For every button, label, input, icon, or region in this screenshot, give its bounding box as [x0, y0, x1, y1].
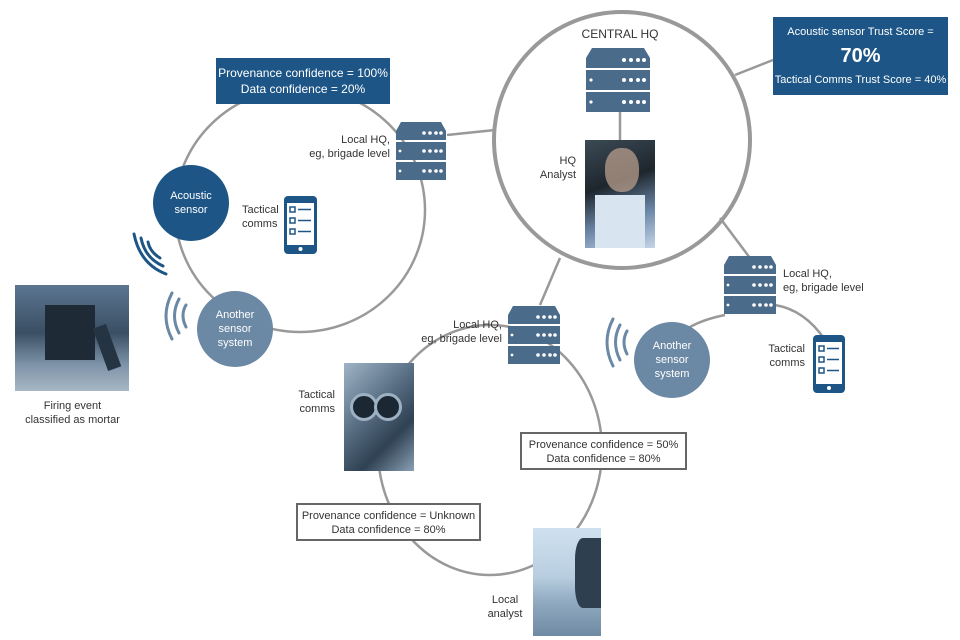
confidence-top-line2: Data confidence = 20% [240, 82, 366, 96]
confidence-mid-line1: Provenance confidence = 50% [528, 439, 679, 451]
confidence-top-line1: Provenance confidence = 100% [218, 66, 388, 80]
trust-score-value: 70% [840, 45, 881, 67]
central-hq-title: CENTRAL HQ [581, 27, 659, 41]
another-sensor-right-node: Another sensor system [634, 322, 710, 398]
confidence-mid-line2: Data confidence = 80% [546, 453, 661, 465]
signal-waves-icon [164, 291, 188, 341]
signal-waves-icon [605, 317, 629, 368]
trust-score-box: Acoustic sensor Trust Score = 70% Tactic… [773, 17, 948, 95]
phone-checklist-icon [813, 335, 845, 393]
local-hq-left-label: Local HQ, eg, brigade level [309, 134, 390, 160]
firing-event-label: Firing event classified as mortar [25, 400, 120, 426]
confidence-bottom-line2: Data confidence = 80% [331, 524, 446, 536]
hq-analyst-label: HQ Analyst [539, 155, 576, 181]
confidence-box-mid: Provenance confidence = 50% Data confide… [520, 432, 687, 470]
confidence-bottom-line1: Provenance confidence = Unknown [301, 510, 476, 522]
local-analyst-photo [533, 528, 601, 636]
server-icon [396, 122, 446, 180]
tactical-comms-mid-label: Tactical comms [298, 389, 335, 415]
phone-checklist-icon [284, 196, 317, 254]
another-sensor-left-node: Another sensor system [197, 291, 273, 367]
local-analyst-label: Local analyst [487, 594, 523, 620]
server-icon [724, 256, 776, 314]
server-icon [586, 48, 650, 112]
confidence-box-bottom: Provenance confidence = Unknown Data con… [296, 503, 481, 541]
trust-score-line3: Tactical Comms Trust Score = 40% [774, 74, 947, 86]
signal-waves-icon [132, 232, 168, 276]
local-hq-mid-label: Local HQ, eg, brigade level [421, 319, 502, 345]
server-icon [508, 306, 560, 364]
firing-event-photo [15, 285, 129, 391]
tactical-comms-photo [344, 363, 414, 471]
tactical-comms-right-label: Tactical comms [768, 343, 805, 369]
hq-analyst-photo [585, 140, 655, 248]
tactical-comms-left-label: Tactical comms [242, 204, 279, 230]
acoustic-sensor-node: Acoustic sensor [153, 165, 229, 241]
confidence-box-top: Provenance confidence = 100% Data confid… [216, 58, 390, 104]
trust-score-line1: Acoustic sensor Trust Score = [787, 26, 934, 38]
local-hq-right-label: Local HQ, eg, brigade level [783, 268, 864, 294]
